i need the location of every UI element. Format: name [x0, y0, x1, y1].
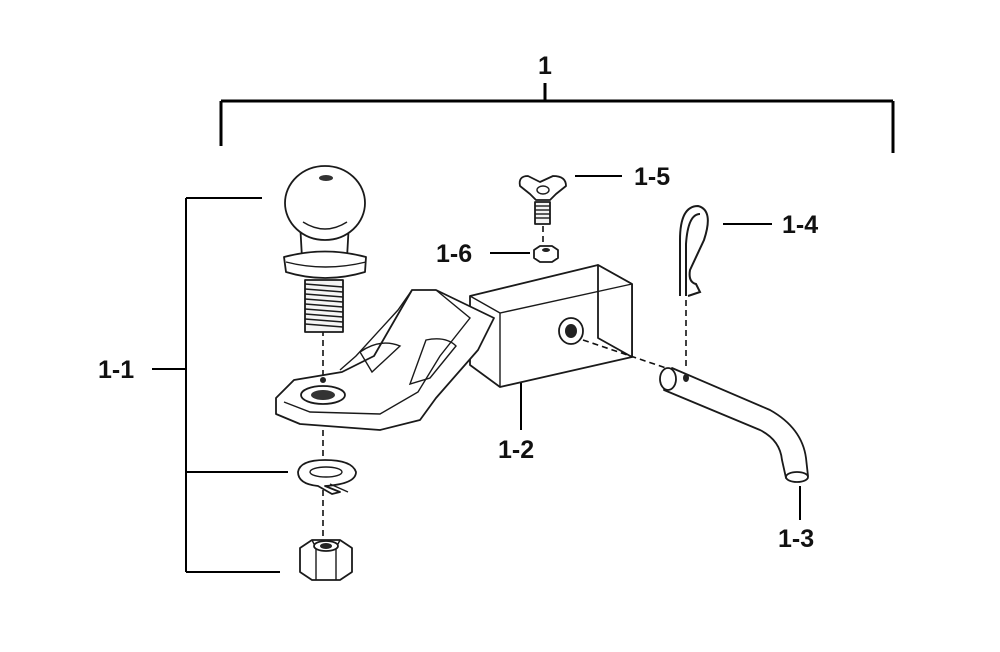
pin-axis — [582, 339, 673, 371]
ball-mount-icon — [275, 264, 633, 431]
label-1-6: 1-6 — [436, 240, 472, 268]
label-1-4: 1-4 — [782, 211, 818, 239]
ball-kit-bracket — [152, 197, 288, 573]
label-1-3: 1-3 — [778, 525, 814, 553]
label-1: 1 — [538, 52, 552, 80]
small-nut-icon — [533, 245, 559, 263]
label-1-5: 1-5 — [634, 163, 670, 191]
trailer-ball-icon — [283, 165, 367, 333]
hex-nut-icon — [299, 539, 353, 581]
label-1-2: 1-2 — [498, 436, 534, 464]
lock-washer-icon — [297, 459, 357, 495]
hitch-pin-icon — [659, 367, 809, 483]
hitch-clip-icon — [679, 204, 709, 297]
label-1-1: 1-1 — [98, 356, 134, 384]
wing-bolt-icon — [518, 175, 567, 225]
assembly-bracket — [219, 83, 895, 153]
